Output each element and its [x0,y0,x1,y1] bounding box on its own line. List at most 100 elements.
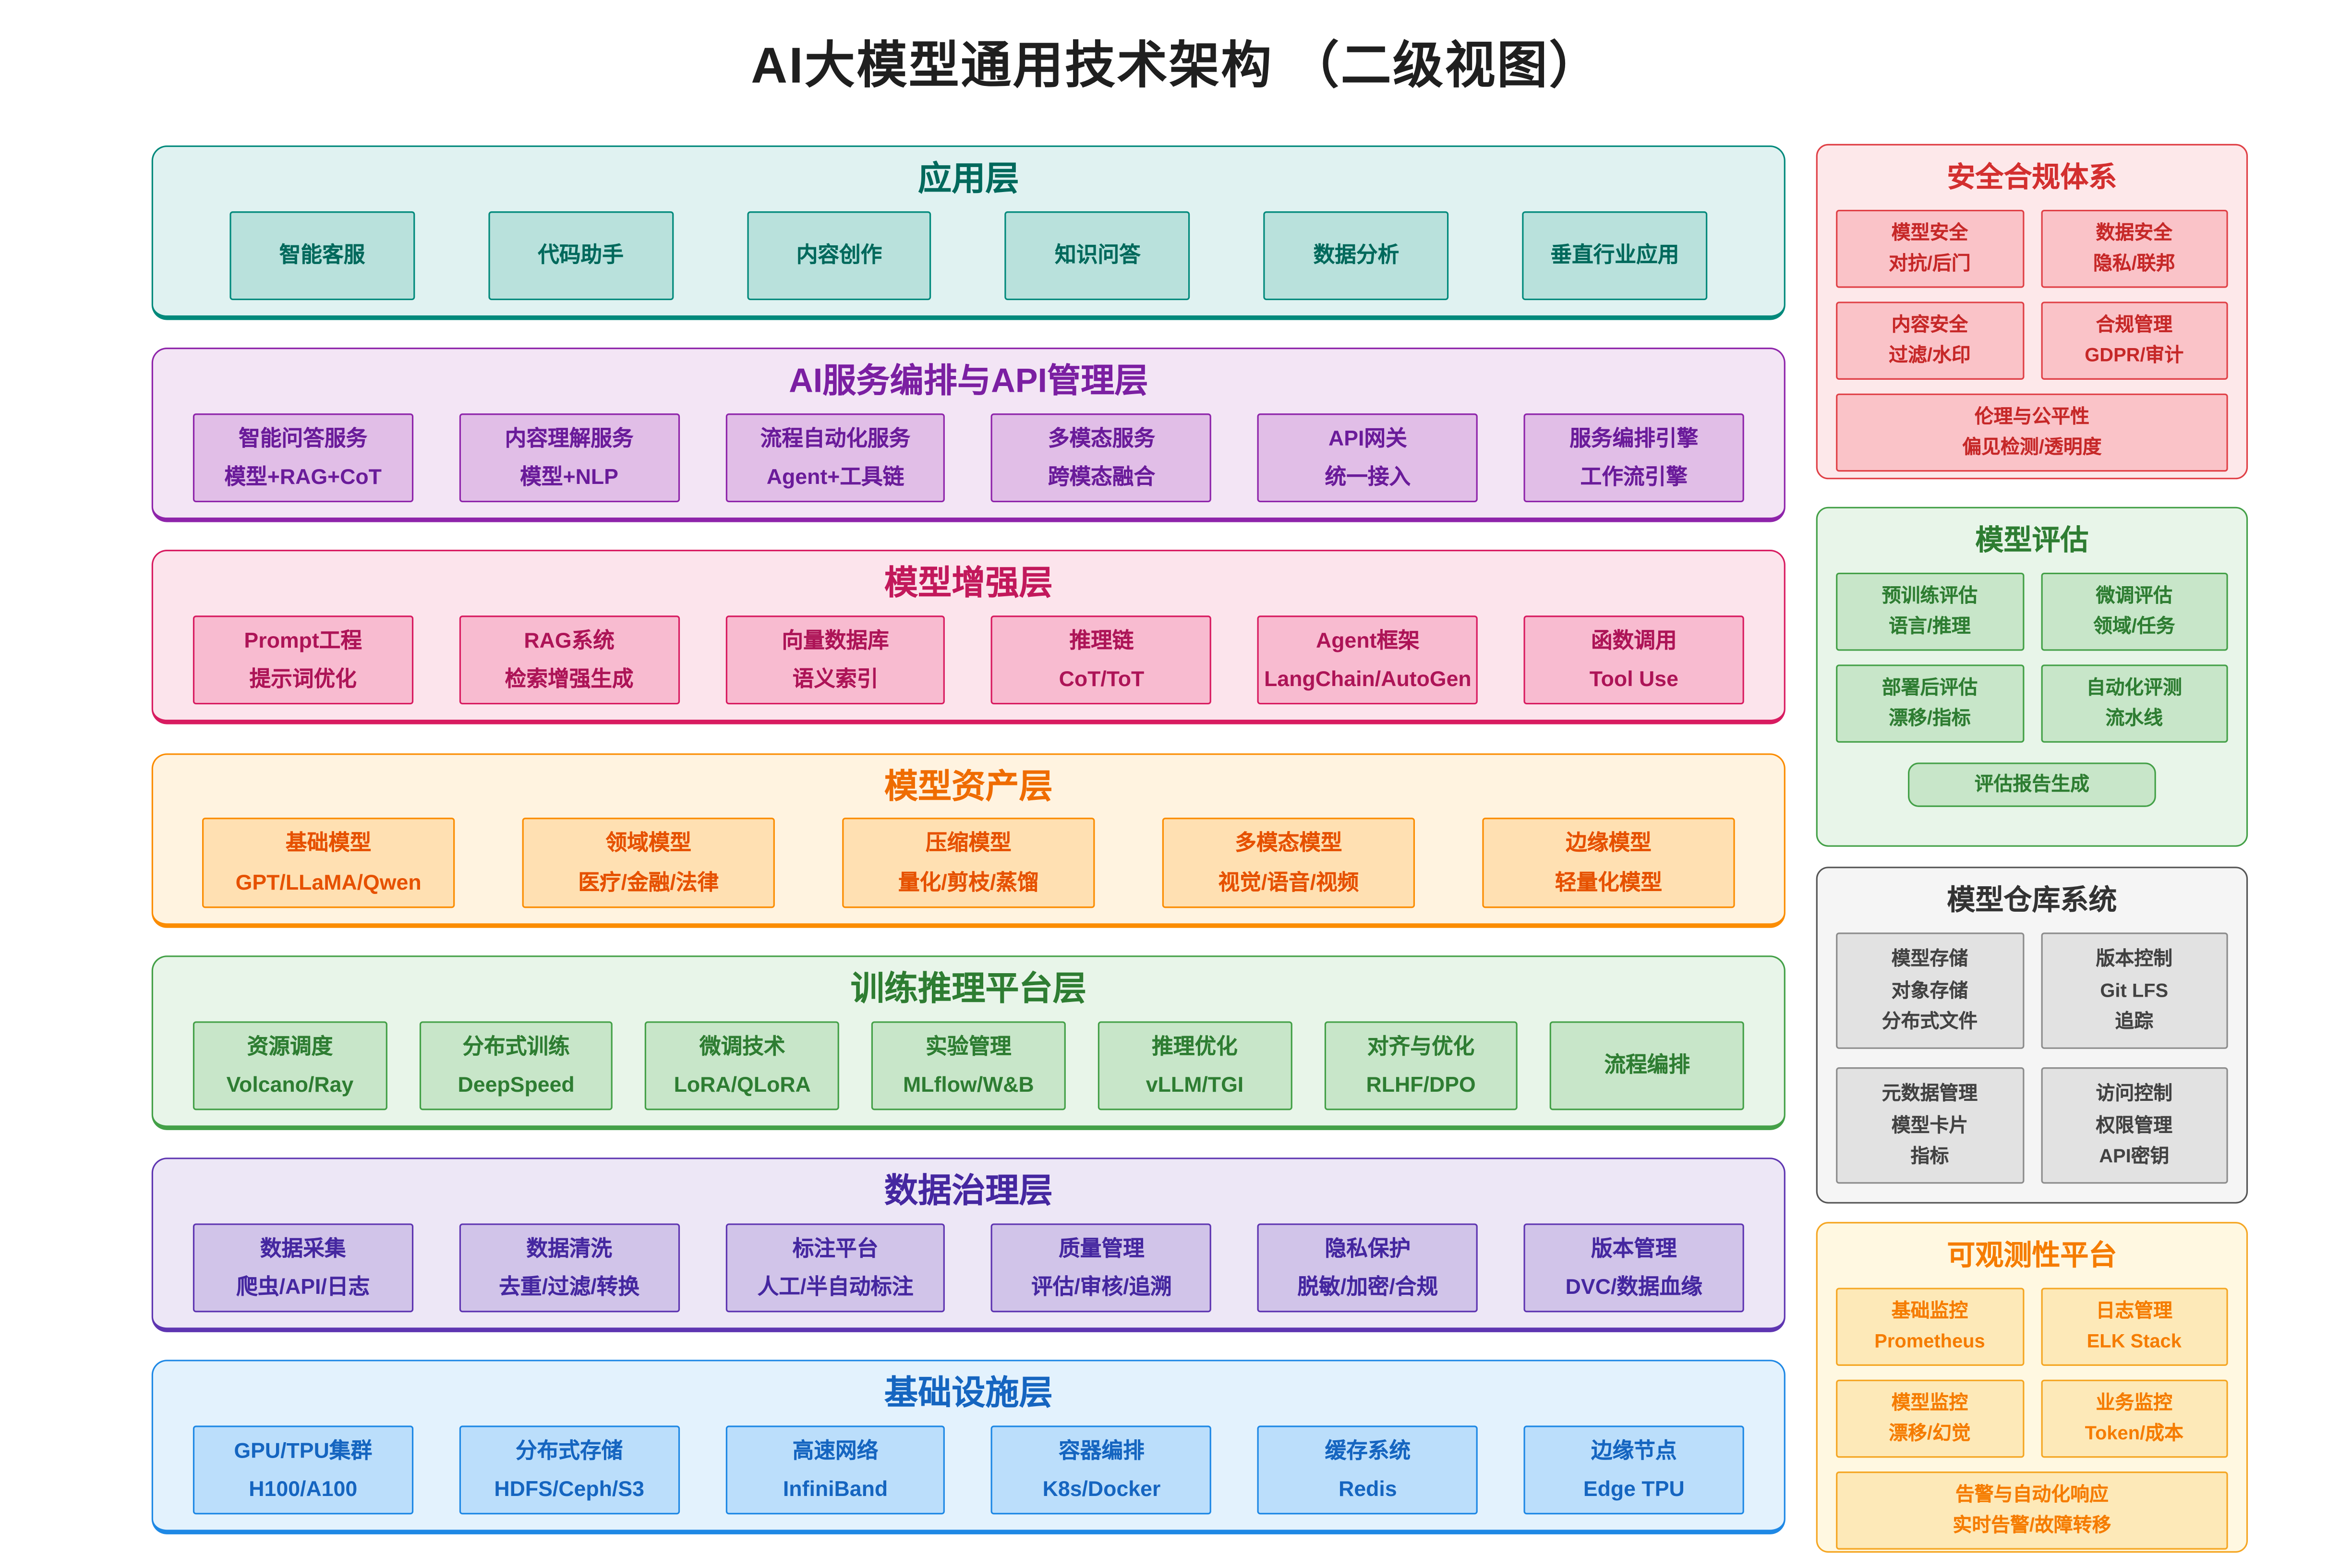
item-subtitle: 权限管理 [2096,1114,2173,1135]
item-subtitle: 工作流引擎 [1580,464,1688,489]
item-title: 质量管理 [1059,1235,1145,1260]
item-title: 内容创作 [796,242,882,267]
item-subtitle: 医疗/金融/法律 [578,869,719,894]
item-title: 内容安全 [1891,313,1968,335]
item-title: 版本控制 [2096,947,2173,969]
item-title: 数据分析 [1313,242,1399,267]
panel-box: 预训练评估语言/推理 [1836,572,2024,651]
item-subtitle: 偏见检测/透明度 [1962,436,2102,458]
item-title: 基础模型 [285,830,372,855]
item-box: 压缩模型量化/剪枝/蒸馏 [842,818,1095,907]
item-subtitle: Volcano/Ray [226,1071,354,1096]
item-title: 自动化评测 [2086,676,2182,698]
item-box: 智能客服 [229,211,415,301]
layer-items: 数据采集爬虫/API/日志 数据清洗去重/过滤/转换 标注平台人工/半自动标注 … [193,1223,1744,1313]
evaluation-report-pill: 评估报告生成 [1908,762,2156,807]
item-title: 智能问答服务 [239,425,368,450]
item-subtitle: Redis [1339,1476,1397,1501]
panel-title: 安全合规体系 [1947,160,2117,193]
item-box: 垂直行业应用 [1522,211,1708,301]
item-subtitle: 提示词优化 [249,666,357,691]
item-title: 压缩模型 [926,830,1012,855]
item-subtitle: vLLM/TGI [1146,1071,1244,1096]
item-box: 基础模型 GPT/LLaMA/Qwen [202,818,455,907]
layer-items: 智能客服 代码助手 内容创作 知识问答 数据分析 垂直行业应用 [193,211,1744,301]
item-subtitle: Prometheus [1874,1331,1985,1353]
item-subtitle: 视觉/语音/视频 [1218,869,1359,894]
item-subtitle: 语言/推理 [1889,616,1971,638]
item-title: 边缘模型 [1566,830,1652,855]
item-box: 质量管理评估/审核/追溯 [991,1223,1212,1313]
item-subtitle: 人工/半自动标注 [757,1274,914,1299]
item-subtitle: 检索增强生成 [505,666,634,691]
item-box: 内容理解服务模型+NLP [459,413,680,503]
item-title: 领域模型 [605,830,692,855]
item-title: 分布式训练 [462,1033,570,1058]
item-box: 边缘模型轻量化模型 [1482,818,1735,907]
item-box: 数据清洗去重/过滤/转换 [459,1223,680,1313]
side-panel-stack: 安全合规体系 模型安全对抗/后门 数据安全隐私/联邦 内容安全过滤/水印 合规管… [1816,144,2248,1553]
item-subtitle: MLflow/W&B [903,1071,1034,1096]
item-subtitle: 漂移/幻觉 [1889,1423,1971,1445]
panel-box: 模型安全对抗/后门 [1836,209,2024,288]
item-subtitle: InfiniBand [783,1476,888,1501]
panel-security-compliance: 安全合规体系 模型安全对抗/后门 数据安全隐私/联邦 内容安全过滤/水印 合规管… [1816,144,2248,480]
item-subtitle: Git LFS [2100,979,2169,1001]
item-subtitle: HDFS/Ceph/S3 [494,1476,644,1501]
page-title: AI大模型通用技术架构 （二级视图） [751,36,1601,94]
item-subtitle: 量化/剪枝/蒸馏 [898,869,1039,894]
item-subtitle: 对抗/后门 [1889,253,1971,275]
layer-data-governance: 数据治理层 数据采集爬虫/API/日志 数据清洗去重/过滤/转换 标注平台人工/… [151,1158,1785,1332]
item-box: 流程编排 [1550,1021,1744,1110]
item-title: 服务编排引擎 [1569,425,1699,450]
item-subtitle: RLHF/DPO [1366,1071,1476,1096]
item-title: 预训练评估 [1882,584,1978,606]
item-line3: 分布式文件 [1882,1011,1978,1033]
item-subtitle: 跨模态融合 [1048,464,1156,489]
item-subtitle: 隐私/联邦 [2093,253,2175,275]
item-box: 分布式训练 DeepSpeed [419,1021,614,1110]
item-subtitle: 爬虫/API/日志 [236,1274,370,1299]
panel-title: 可观测性平台 [1947,1239,2117,1271]
item-title: 对齐与优化 [1367,1033,1475,1058]
item-line3: API密钥 [2099,1146,2170,1167]
item-box: 数据分析 [1264,211,1449,301]
item-subtitle: GPT/LLaMA/Qwen [235,869,422,894]
layer-application: 应用层 智能客服 代码助手 内容创作 知识问答 数据分析 垂直行业应用 [151,145,1785,320]
item-title: 告警与自动化响应 [1955,1483,2109,1505]
item-box: 智能问答服务模型+RAG+CoT [193,413,413,503]
item-subtitle: DVC/数据血缘 [1565,1274,1702,1299]
panel-box: 数据安全隐私/联邦 [2040,209,2228,288]
item-subtitle: 领域/任务 [2093,616,2175,638]
item-title: 边缘节点 [1591,1437,1677,1462]
layer-title: 训练推理平台层 [850,969,1086,1007]
layer-model-enhancement: 模型增强层 Prompt工程提示词优化 RAG系统检索增强生成 向量数据库语义索… [151,550,1785,725]
item-box: 多模态服务跨模态融合 [991,413,1212,503]
item-subtitle: DeepSpeed [458,1071,575,1096]
item-subtitle: 轻量化模型 [1555,869,1663,894]
panel-wide-box: 告警与自动化响应实时告警/故障转移 [1836,1471,2228,1550]
item-subtitle: LoRA/QLoRA [674,1071,811,1096]
item-subtitle: Tool Use [1589,666,1678,691]
item-subtitle: ELK Stack [2087,1331,2182,1353]
item-title: 向量数据库 [782,628,889,653]
item-subtitle: H100/A100 [249,1476,358,1501]
item-title: 实验管理 [926,1033,1012,1058]
item-title: 流程自动化服务 [760,425,911,450]
